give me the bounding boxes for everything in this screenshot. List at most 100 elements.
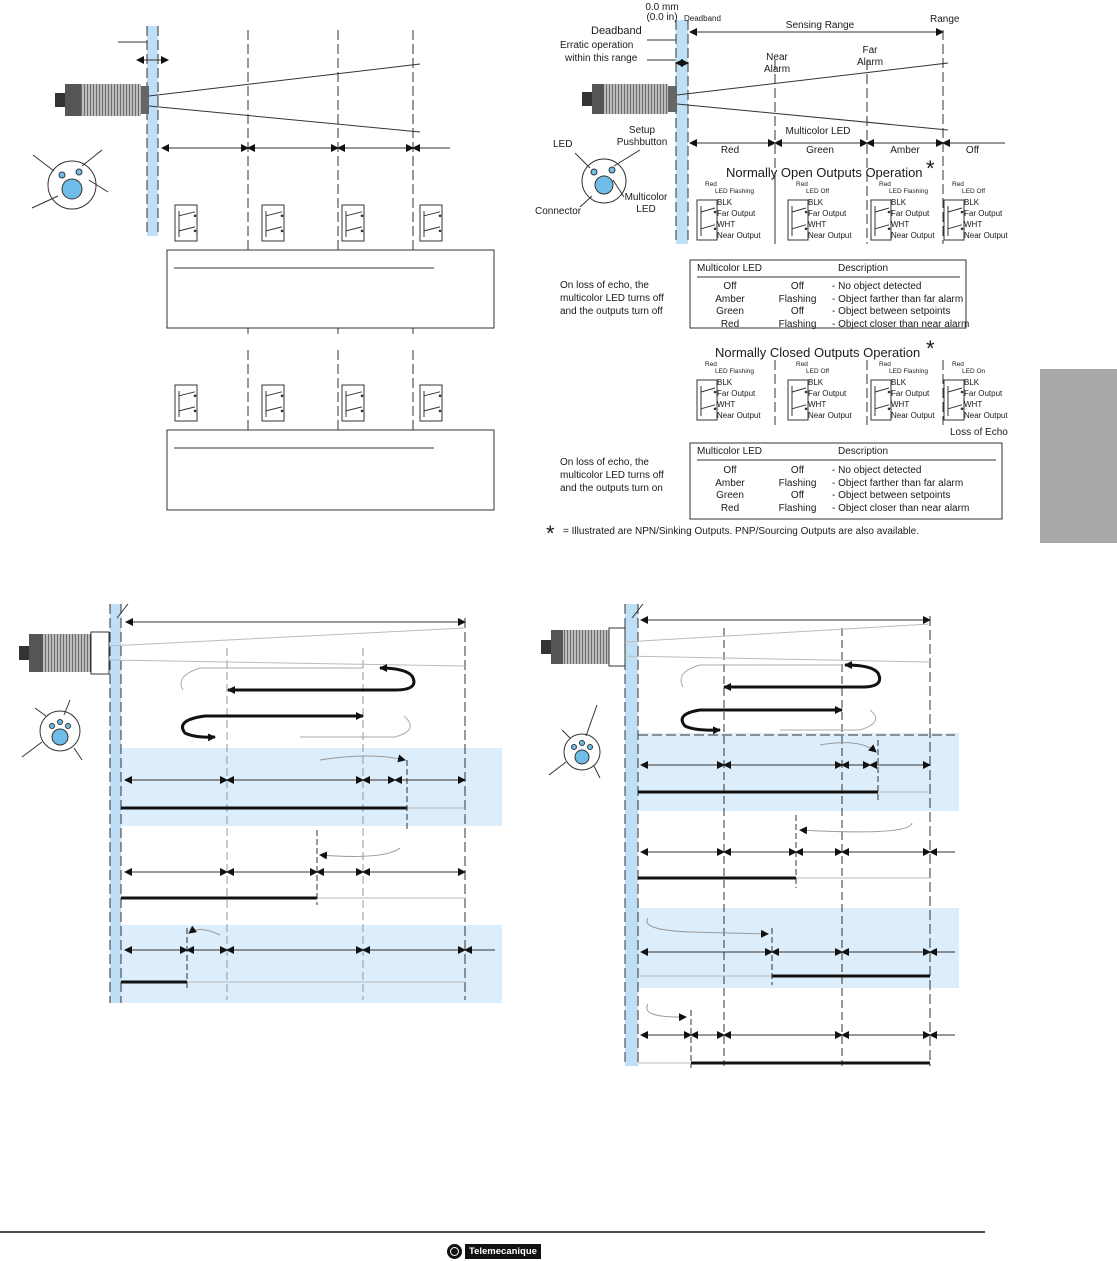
far-output-label: Far Output: [964, 209, 1003, 218]
no-table-col2: Description: [838, 263, 889, 274]
table-cell: - Object closer than near alarm: [832, 318, 970, 330]
output-switch-box: [341, 204, 365, 242]
bottom-left-diagram: [19, 603, 502, 1003]
table-cell: - Object closer than near alarm: [832, 502, 970, 514]
no-section-title: Normally Open Outputs Operation: [726, 165, 923, 180]
output-switch-box: [787, 379, 809, 421]
far-output-label: Far Output: [964, 389, 1003, 398]
table-cell: Flashing: [778, 502, 817, 514]
section-tab: [1040, 369, 1117, 543]
erratic-line-1: Erratic operation: [560, 40, 634, 51]
table-cell: Off: [790, 465, 805, 476]
top-left-diagram: [31, 26, 495, 511]
table-cell: - Object between setpoints: [832, 490, 951, 501]
table-cell: Off: [790, 281, 805, 292]
near-output-label: Near Output: [964, 231, 1008, 240]
blk-wire-label: BLK: [808, 378, 824, 387]
table-cell: Off: [790, 306, 805, 317]
far-alarm-2: Alarm: [856, 57, 884, 68]
table-cell: Flashing: [778, 293, 817, 305]
output-switch-box: [943, 199, 965, 241]
wht-wire-label: WHT: [964, 220, 983, 229]
wht-wire-label: WHT: [717, 220, 736, 229]
state-led-status: LED Off: [962, 188, 986, 195]
output-switch-box: [870, 379, 892, 421]
brand-mark-icon: [447, 1244, 462, 1259]
output-switch-box: [341, 384, 365, 422]
zone-green: Green: [806, 145, 834, 156]
state-led-color: Red: [705, 181, 717, 188]
zero-in-label: (0.0 in): [646, 12, 678, 23]
no-title-star: *: [926, 156, 935, 181]
no-table-col1: Multicolor LED: [697, 263, 763, 274]
top-right-diagram: [574, 20, 1005, 520]
near-output-label: Near Output: [808, 231, 852, 240]
near-output-label: Near Output: [717, 411, 761, 420]
wht-wire-label: WHT: [808, 400, 827, 409]
far-output-label: Far Output: [808, 389, 847, 398]
blk-wire-label: BLK: [808, 198, 824, 207]
output-switch-box: [787, 199, 809, 241]
table-cell: Green: [716, 490, 744, 501]
table-cell: Off: [723, 281, 737, 292]
nc-section-title: Normally Closed Outputs Operation: [715, 345, 921, 360]
near-alarm-1: Near: [766, 52, 788, 63]
table-cell: Flashing: [778, 318, 817, 330]
output-switch-box: [174, 384, 198, 422]
state-led-color: Red: [796, 361, 808, 368]
wht-wire-label: WHT: [717, 400, 736, 409]
telemecanique-logo: Telemecanique: [447, 1244, 541, 1259]
blk-wire-label: BLK: [964, 198, 980, 207]
state-led-color: Red: [705, 361, 717, 368]
table-cell: Amber: [715, 477, 745, 489]
output-switch-box: [261, 384, 285, 422]
near-output-label: Near Output: [717, 231, 761, 240]
output-switch-box: [696, 379, 718, 421]
state-led-color: Red: [879, 361, 891, 368]
deadband-label: Deadband: [591, 25, 642, 37]
table-cell: Green: [716, 306, 744, 317]
connector-label: Connector: [535, 206, 582, 217]
far-output-label: Far Output: [808, 209, 847, 218]
state-led-status: LED Off: [806, 368, 830, 375]
table-cell: - Object farther than far alarm: [832, 477, 964, 489]
table-cell: Off: [723, 465, 737, 476]
near-output-label: Near Output: [964, 411, 1008, 420]
table-cell: Red: [720, 502, 740, 514]
deadband-small-label: Deadband: [684, 14, 721, 23]
state-led-color: Red: [796, 181, 808, 188]
table-cell: - Object between setpoints: [832, 306, 951, 317]
table-cell: Flashing: [778, 477, 817, 489]
blk-wire-label: BLK: [964, 378, 980, 387]
table-cell: Red: [720, 318, 740, 330]
no-loss-line-2: multicolor LED turns off: [560, 293, 664, 304]
output-switch-box: [174, 204, 198, 242]
nc-loss-line-1: On loss of echo, the: [560, 457, 649, 468]
setup-label-2: Pushbutton: [616, 137, 668, 148]
state-led-status: LED Flashing: [889, 368, 929, 375]
nc-loss-line-2: multicolor LED turns off: [560, 470, 664, 481]
nc-loss-line-3: and the outputs turn on: [560, 483, 663, 494]
output-switch-box: [261, 204, 285, 242]
footnote-text: = Illustrated are NPN/Sinking Outputs. P…: [563, 526, 920, 537]
state-led-status: LED Flashing: [715, 368, 755, 375]
wht-wire-label: WHT: [964, 400, 983, 409]
nc-table-col1: Multicolor LED: [697, 446, 763, 457]
multicolor-label-1: Multicolor: [624, 192, 668, 203]
blk-wire-label: BLK: [891, 198, 907, 207]
zone-off: Off: [965, 145, 980, 156]
far-output-label: Far Output: [891, 209, 930, 218]
loss-of-echo-label: Loss of Echo: [950, 427, 1008, 438]
state-led-color: Red: [952, 181, 964, 188]
zone-amber: Amber: [890, 145, 920, 156]
blk-wire-label: BLK: [717, 378, 733, 387]
nc-table-col2: Description: [838, 446, 889, 457]
setup-label-1: Setup: [628, 125, 656, 136]
bottom-right-diagram: [541, 603, 959, 1068]
state-led-color: Red: [879, 181, 891, 188]
state-led-color: Red: [952, 361, 964, 368]
far-alarm-1: Far: [862, 45, 878, 56]
far-output-label: Far Output: [717, 389, 756, 398]
